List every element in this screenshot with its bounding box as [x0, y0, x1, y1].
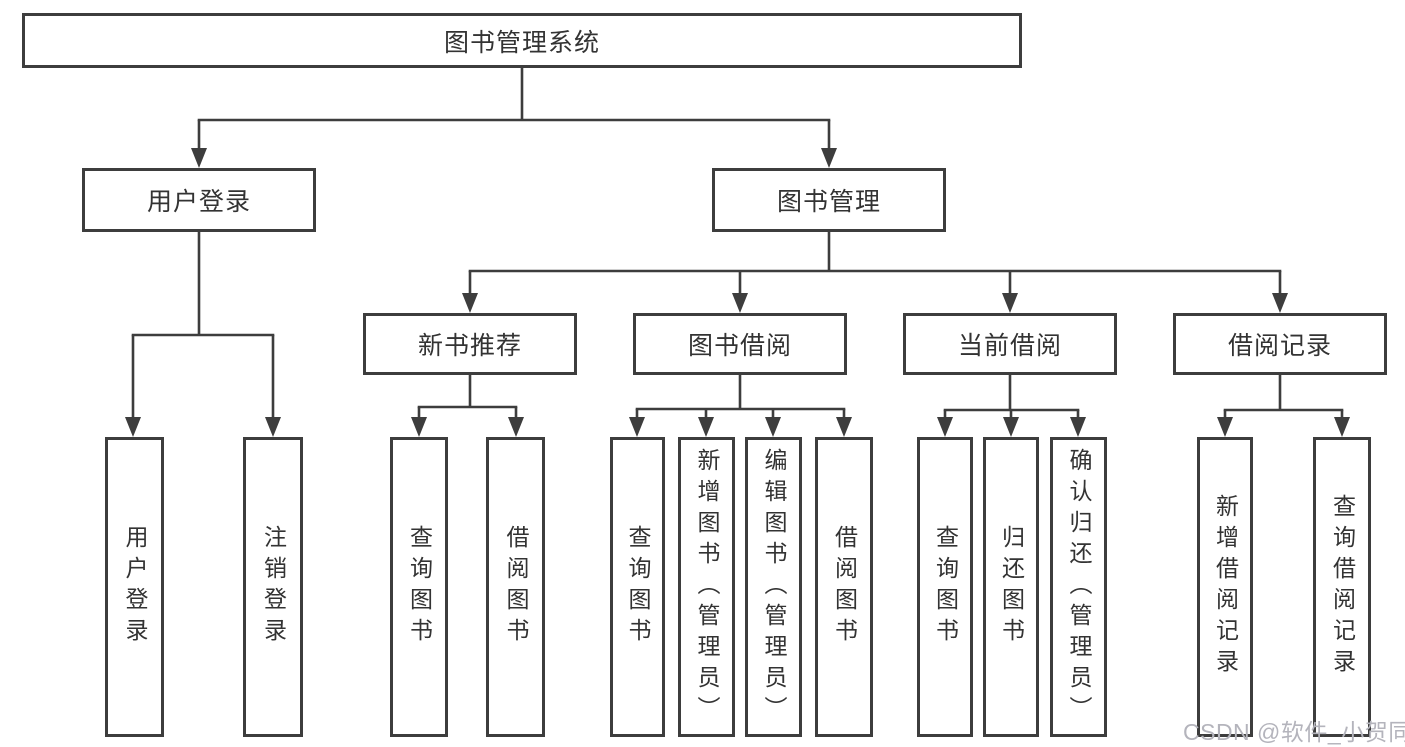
node-library-management-system: 图书管理系统: [22, 13, 1022, 68]
node-label: 图书管理系统: [443, 28, 600, 57]
node-label: 新书推荐: [417, 332, 522, 360]
node-label: 新增借阅记录: [1212, 494, 1239, 680]
leaf-query-books-current: 查询图书: [917, 437, 973, 737]
node-label: 确认归还（管理员）: [1066, 447, 1092, 727]
leaf-confirm-return-admin: 确认归还（管理员）: [1050, 437, 1107, 737]
node-book-borrowing: 图书借阅: [633, 313, 847, 375]
leaf-borrow-books-recommend: 借阅图书: [486, 437, 545, 737]
leaf-return-books: 归还图书: [983, 437, 1039, 737]
node-label: 归还图书: [998, 525, 1025, 649]
leaf-add-book-admin: 新增图书（管理员）: [678, 437, 735, 737]
node-label: 用户登录: [146, 188, 251, 216]
node-label: 编辑图书（管理员）: [761, 447, 787, 727]
node-label: 当前借阅: [957, 332, 1062, 360]
node-new-book-recommend: 新书推荐: [363, 313, 577, 375]
leaf-add-borrow-record: 新增借阅记录: [1197, 437, 1253, 737]
node-label: 图书借阅: [687, 332, 792, 360]
node-borrowing-records: 借阅记录: [1173, 313, 1387, 375]
leaf-edit-book-admin: 编辑图书（管理员）: [745, 437, 802, 737]
node-label: 借阅记录: [1227, 332, 1332, 360]
node-label: 查询图书: [932, 525, 959, 649]
csdn-watermark: CSDN @软件_小贺同学: [1183, 719, 1405, 745]
node-label: 查询图书: [625, 525, 651, 649]
node-label: 借阅图书: [831, 525, 858, 649]
leaf-query-books-recommend: 查询图书: [390, 437, 448, 737]
node-label: 新增图书（管理员）: [694, 447, 720, 727]
node-label: 借阅图书: [503, 525, 529, 649]
node-label: 查询图书: [406, 525, 433, 649]
leaf-user-login: 用户登录: [105, 437, 164, 737]
node-current-borrowing: 当前借阅: [903, 313, 1117, 375]
node-user-login: 用户登录: [82, 168, 316, 232]
node-label: 查询借阅记录: [1329, 494, 1356, 680]
leaf-query-borrow-record: 查询借阅记录: [1313, 437, 1371, 737]
node-label: 注销登录: [260, 525, 287, 649]
leaf-query-books-borrowing: 查询图书: [610, 437, 665, 737]
leaf-borrow-books-borrowing: 借阅图书: [815, 437, 873, 737]
leaf-logout: 注销登录: [243, 437, 303, 737]
node-label: 用户登录: [122, 525, 148, 649]
node-label: 图书管理: [776, 188, 881, 216]
node-book-management: 图书管理: [712, 168, 946, 232]
